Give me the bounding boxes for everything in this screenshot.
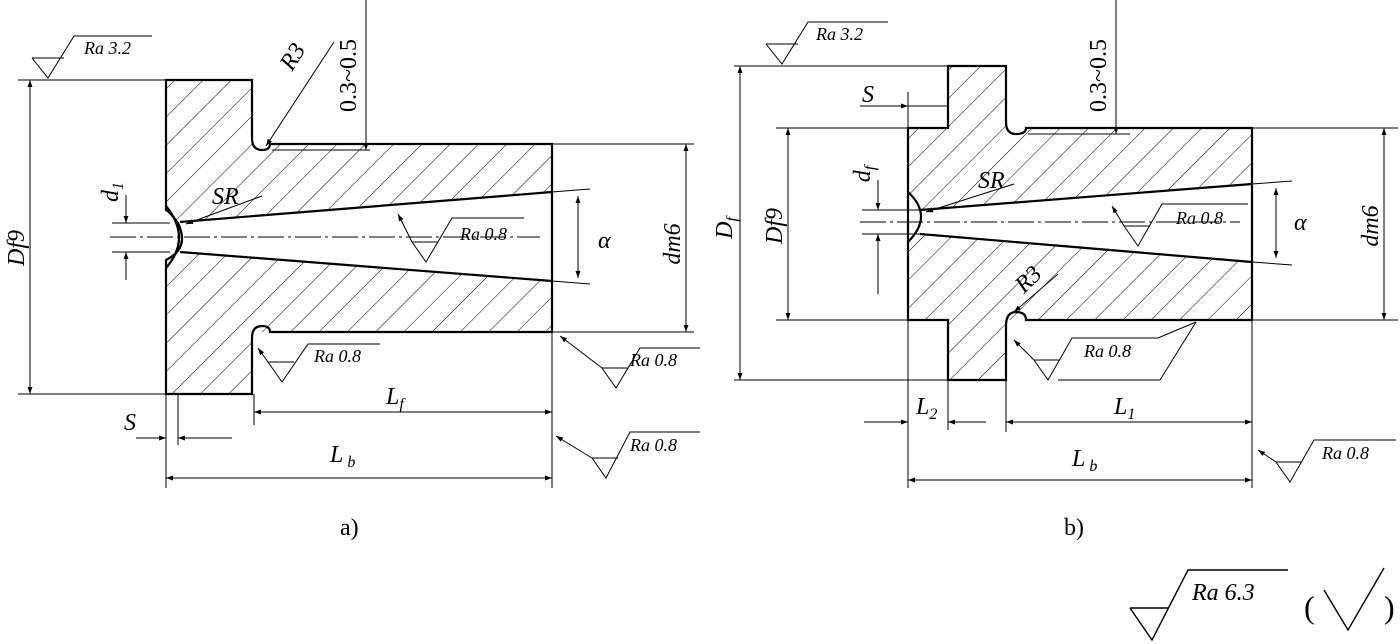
roughness-symbol-general xyxy=(1129,569,1288,642)
label-df9-a: Df9 xyxy=(4,230,30,267)
figure-a: Df9 d1 SR R3 0.3~0.5 α dm6 Ra 3.2 xyxy=(4,0,700,541)
caption-a: a) xyxy=(340,515,359,541)
roughness-symbol-undercut-a xyxy=(267,343,380,383)
roughness-symbol-top-b xyxy=(765,21,888,65)
part-a-outline xyxy=(164,78,554,396)
roughness-right1-a: Ra 0.8 xyxy=(629,350,677,370)
label-sr-b: SR xyxy=(978,168,1005,194)
roughness-undercut-a: Ra 0.8 xyxy=(313,346,361,366)
roughness-symbol-right-b xyxy=(1275,439,1396,483)
bore-lower-a xyxy=(179,250,553,283)
label-s-a: S xyxy=(124,410,136,436)
label-s-b: S xyxy=(862,82,874,108)
part-b-outline xyxy=(906,64,1254,382)
leader-sr-b xyxy=(925,183,1015,213)
leader-r3-b xyxy=(1013,273,1059,313)
roughness-bore-b: Ra 0.8 xyxy=(1175,208,1223,228)
roughness-top-a: Ra 3.2 xyxy=(83,38,131,58)
part-b-section-lower xyxy=(908,234,1252,380)
leader-sr-a xyxy=(185,195,263,225)
label-df-b: Df xyxy=(712,215,741,240)
bore-lower-b xyxy=(919,232,1253,264)
label-l1-b: L1 xyxy=(1113,394,1135,423)
roughness-symbol-bore-a xyxy=(411,217,524,263)
roughness-general-value: Ra 6.3 xyxy=(1191,580,1255,606)
roughness-symbol-right2-a xyxy=(591,431,700,479)
label-groove-b: 0.3~0.5 xyxy=(1086,39,1112,112)
paren-close: ) xyxy=(1384,589,1395,625)
roughness-symbol-bore-b xyxy=(1123,203,1248,247)
label-df9-b: Df9 xyxy=(762,208,788,245)
part-b-section-upper xyxy=(908,66,1252,210)
leader-r3-a xyxy=(265,41,335,147)
caption-b: b) xyxy=(1064,515,1084,541)
figure-b: Df Df9 S df SR R3 0.3~0.5 α xyxy=(712,0,1398,541)
label-sr-a: SR xyxy=(212,184,239,210)
label-l2-b: L2 xyxy=(915,394,937,423)
roughness-right-b: Ra 0.8 xyxy=(1321,443,1369,463)
roughness-symbol-undercut-b xyxy=(1033,321,1197,381)
label-alpha-a: α xyxy=(598,228,611,254)
part-a-section-upper xyxy=(166,80,552,223)
label-r3-a: R3 xyxy=(275,39,312,76)
roughness-symbol-top-a xyxy=(31,35,152,79)
label-groove-a: 0.3~0.5 xyxy=(336,39,362,112)
general-roughness: Ra 6.3 ( ) xyxy=(1129,567,1395,642)
label-d1-a: d1 xyxy=(98,182,127,202)
paren-open: ( xyxy=(1304,589,1315,625)
roughness-bore-a: Ra 0.8 xyxy=(459,224,507,244)
spherical-recess-b xyxy=(907,191,922,243)
label-df-small-b: df xyxy=(850,163,879,182)
roughness-undercut-b: Ra 0.8 xyxy=(1083,341,1131,361)
label-lf-a: Lf xyxy=(385,384,406,413)
check-symbol-general xyxy=(1323,567,1385,632)
roughness-right2-a: Ra 0.8 xyxy=(629,435,677,455)
roughness-top-b: Ra 3.2 xyxy=(815,24,863,44)
label-dm6-b: dm6 xyxy=(1358,205,1384,246)
part-a-section-lower xyxy=(166,252,552,394)
bore-upper-a xyxy=(179,190,553,224)
bore-upper-b xyxy=(919,182,1253,212)
label-alpha-b: α xyxy=(1294,210,1307,236)
label-dm6-a: dm6 xyxy=(660,223,686,264)
